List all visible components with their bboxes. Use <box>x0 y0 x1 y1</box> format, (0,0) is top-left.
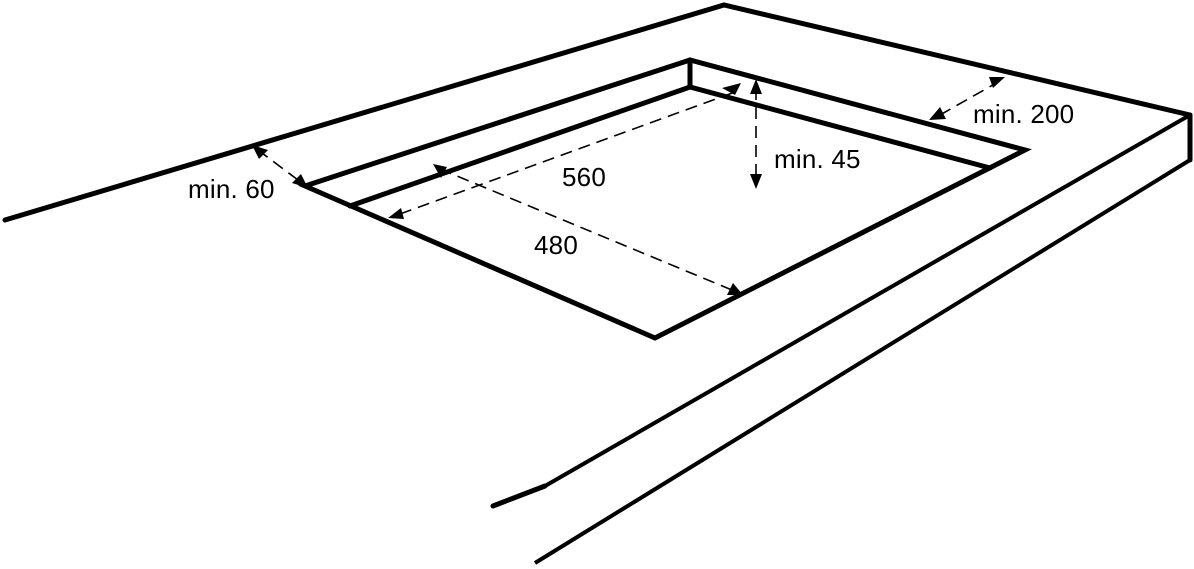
label-min-45: min. 45 <box>774 144 861 174</box>
countertop-front-bottom-edge <box>533 158 1192 565</box>
arrow-icon <box>292 174 308 188</box>
label-min-60: min. 60 <box>188 174 275 204</box>
arrow-icon <box>433 164 447 178</box>
countertop-front-top-edge-end <box>490 483 548 509</box>
arrow-icon <box>722 83 741 95</box>
arrow-icon <box>750 174 762 189</box>
dimension-min-200-line <box>939 81 999 116</box>
countertop-front-top-edge <box>544 113 1191 488</box>
dimension-min-60-line <box>257 149 303 184</box>
label-min-200: min. 200 <box>973 99 1075 129</box>
label-width-560: 560 <box>562 162 606 192</box>
label-depth-480: 480 <box>534 230 578 260</box>
arrow-icon <box>727 283 743 295</box>
arrow-icon <box>989 77 1005 88</box>
arrow-icon <box>252 145 268 159</box>
dimension-560-line <box>399 91 736 215</box>
arrow-icon <box>388 208 404 219</box>
countertop-back-edge <box>2 2 1193 223</box>
dimension-480-line <box>439 168 733 291</box>
cutout-inner-step-edge <box>347 84 993 209</box>
cutout-outline <box>297 57 1032 341</box>
arrow-icon <box>750 79 762 94</box>
arrow-icon <box>929 107 946 120</box>
